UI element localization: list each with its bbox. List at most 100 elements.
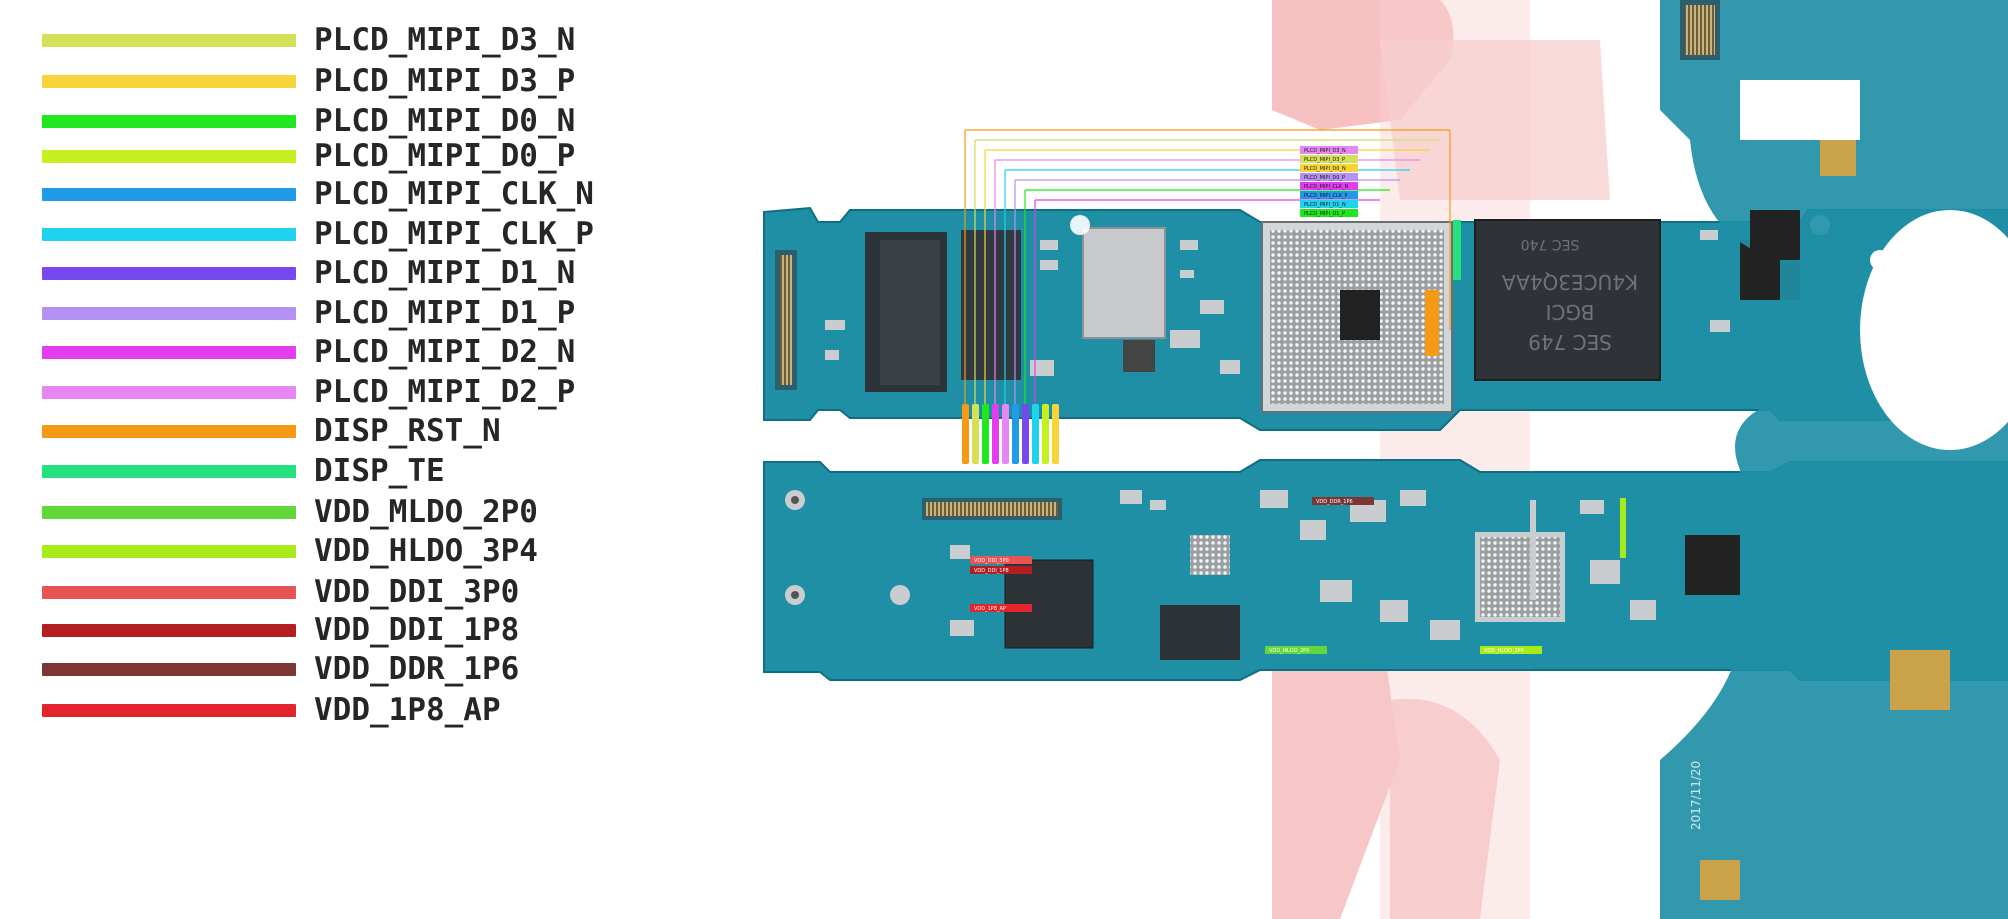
memory-chip-marking-2: BGCI xyxy=(1546,300,1595,324)
legend-swatch xyxy=(42,545,296,558)
legend-swatch xyxy=(42,188,296,201)
legend-item: VDD_DDR_1P6 xyxy=(42,649,682,689)
side-board: 2017/11/20 xyxy=(1660,0,2008,919)
legend-label: PLCD_MIPI_CLK_N xyxy=(314,176,594,212)
legend: PLCD_MIPI_D3_N PLCD_MIPI_D3_P PLCD_MIPI_D0… xyxy=(0,0,700,919)
legend-swatch xyxy=(42,75,296,88)
legend-swatch xyxy=(42,228,296,241)
legend-swatch xyxy=(42,425,296,438)
net-tag xyxy=(1480,646,1542,654)
legend-swatch xyxy=(42,624,296,637)
legend-label: PLCD_MIPI_D0_P xyxy=(314,138,576,174)
connector-pin-marker xyxy=(1002,404,1009,464)
legend-swatch xyxy=(42,150,296,163)
memory-chip-marking: K4UCE3Q4AA xyxy=(1502,270,1639,294)
net-tag-label: VDD_DDI_3P0 xyxy=(974,558,1009,564)
memory-chip-marking-top: SEC 740 xyxy=(1521,236,1580,252)
legend-item: VDD_1P8_AP xyxy=(42,690,682,730)
legend-item: PLCD_MIPI_CLK_N xyxy=(42,174,682,214)
legend-label: PLCD_MIPI_D3_P xyxy=(314,63,576,99)
lower-board xyxy=(763,459,2008,681)
net-tag xyxy=(1300,146,1358,154)
net-tag-label: PLCD_MIPI_D0_N xyxy=(1304,166,1346,172)
legend-item: PLCD_MIPI_CLK_P xyxy=(42,214,682,254)
legend-label: PLCD_MIPI_D2_N xyxy=(314,334,576,370)
silkscreen-date: 2017/11/20 xyxy=(1689,761,1703,830)
connector-pin-marker xyxy=(1012,404,1019,464)
legend-swatch xyxy=(42,346,296,359)
net-tag-label: PLCD_MIPI_D3_P xyxy=(1304,157,1345,163)
net-tag xyxy=(1300,191,1358,199)
net-tag xyxy=(1300,164,1358,172)
upper-net-tags: PLCD_MIPI_D3_N PLCD_MIPI_D3_P PLCD_MIPI_D0… xyxy=(1300,146,1358,217)
legend-label: VDD_MLDO_2P0 xyxy=(314,494,538,530)
connector-pin-marker xyxy=(1032,404,1039,464)
legend-label: PLCD_MIPI_D1_N xyxy=(314,255,576,291)
net-tag-label: PLCD_MIPI_D1_P xyxy=(1304,211,1345,217)
pcb-board-view: K4UCE3Q4AA BGCI SEC 749 SEC 740 xyxy=(700,0,2008,919)
legend-item: PLCD_MIPI_D0_N xyxy=(42,101,682,141)
net-tag-label: PLCD_MIPI_D0_P xyxy=(1304,175,1345,181)
net-tag-label: VDD_DDI_1P8 xyxy=(974,568,1009,574)
net-tag-label: VDD_1P8_AP xyxy=(974,606,1006,612)
legend-label: PLCD_MIPI_D3_N xyxy=(314,22,576,58)
net-tag xyxy=(970,556,1032,564)
connector-pin-marker xyxy=(1052,404,1059,464)
legend-item: PLCD_MIPI_D0_P xyxy=(42,136,682,176)
connector-pins xyxy=(962,404,1059,464)
legend-item: VDD_DDI_1P8 xyxy=(42,610,682,650)
legend-item: PLCD_MIPI_D2_P xyxy=(42,372,682,412)
legend-swatch xyxy=(42,34,296,47)
legend-label: DISP_TE xyxy=(314,453,445,489)
net-tag-label: PLCD_MIPI_D3_N xyxy=(1304,148,1346,154)
legend-label: VDD_HLDO_3P4 xyxy=(314,533,538,569)
legend-item: PLCD_MIPI_D1_N xyxy=(42,253,682,293)
net-tag xyxy=(1265,646,1327,654)
net-tag xyxy=(1300,200,1358,208)
legend-label: PLCD_MIPI_CLK_P xyxy=(314,216,594,252)
legend-label: VDD_DDI_3P0 xyxy=(314,574,520,610)
legend-label: VDD_DDI_1P8 xyxy=(314,612,520,648)
legend-item: PLCD_MIPI_D3_P xyxy=(42,61,682,101)
memory-chip-marking-3: SEC 749 xyxy=(1528,330,1612,354)
net-tag xyxy=(970,604,1032,612)
legend-item: PLCD_MIPI_D1_P xyxy=(42,293,682,333)
net-tag-label: PLCD_MIPI_D1_N xyxy=(1304,202,1346,208)
net-tag xyxy=(1300,209,1358,217)
net-tag-label: VDD_DDR_1P6 xyxy=(1316,499,1353,505)
net-tag xyxy=(1312,497,1374,505)
legend-item: DISP_TE xyxy=(42,451,682,491)
legend-label: VDD_1P8_AP xyxy=(314,692,501,728)
net-tag xyxy=(1300,155,1358,163)
net-tag xyxy=(1300,173,1358,181)
legend-label: VDD_DDR_1P6 xyxy=(314,651,520,687)
legend-label: PLCD_MIPI_D0_N xyxy=(314,103,576,139)
net-tag-label: VDD_MLDO_2P0 xyxy=(1269,648,1309,654)
legend-swatch xyxy=(42,386,296,399)
legend-swatch xyxy=(42,586,296,599)
connector-pin-marker xyxy=(982,404,989,464)
upper-board: K4UCE3Q4AA BGCI SEC 749 SEC 740 xyxy=(763,206,2008,431)
legend-item: DISP_RST_N xyxy=(42,411,682,451)
legend-swatch xyxy=(42,704,296,717)
net-tag xyxy=(1300,182,1358,190)
legend-swatch xyxy=(42,663,296,676)
net-tag-label: PLCD_MIPI_CLK_N xyxy=(1304,184,1348,190)
legend-item: PLCD_MIPI_D3_N xyxy=(42,20,682,60)
legend-item: VDD_DDI_3P0 xyxy=(42,572,682,612)
trace-lines xyxy=(964,129,1451,420)
net-tag-label: PLCD_MIPI_CLK_P xyxy=(1304,193,1348,199)
legend-swatch xyxy=(42,465,296,478)
connector-pin-marker xyxy=(1022,404,1029,464)
legend-label: PLCD_MIPI_D1_P xyxy=(314,295,576,331)
legend-swatch xyxy=(42,267,296,280)
connector-pin-marker xyxy=(962,404,969,464)
connector-pin-marker xyxy=(992,404,999,464)
legend-item: VDD_HLDO_3P4 xyxy=(42,531,682,571)
pcb-board-diagram: K4UCE3Q4AA BGCI SEC 749 SEC 740 xyxy=(763,0,2008,919)
legend-item: VDD_MLDO_2P0 xyxy=(42,492,682,532)
legend-swatch xyxy=(42,115,296,128)
legend-swatch xyxy=(42,307,296,320)
legend-swatch xyxy=(42,506,296,519)
